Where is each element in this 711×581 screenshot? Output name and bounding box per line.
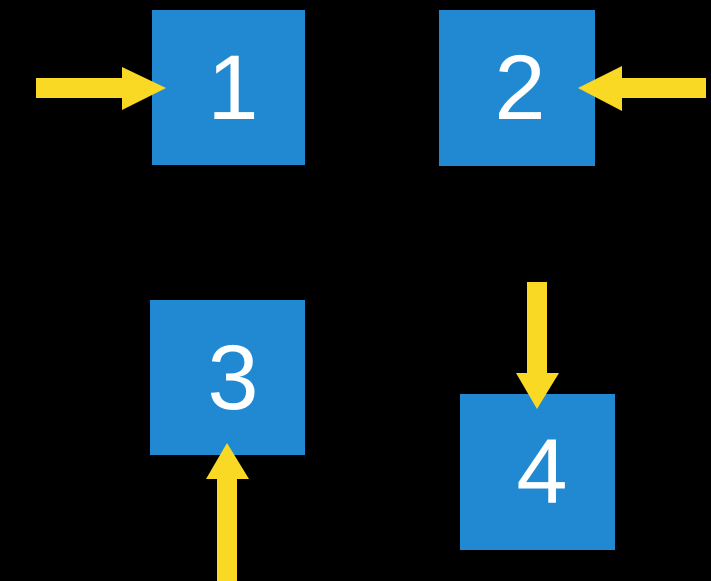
node-box-2[interactable] [439, 10, 595, 166]
arrow-up-into-node-3-icon[interactable] [206, 443, 249, 581]
arrow-down-into-node-4-icon[interactable] [516, 282, 559, 409]
node-label-4: 4 [516, 421, 568, 523]
arrow-left-into-node-2-icon[interactable] [578, 66, 706, 111]
node-box-1[interactable] [152, 10, 305, 165]
node-label-2: 2 [494, 37, 546, 139]
node-label-3: 3 [207, 327, 259, 429]
node-label-1: 1 [207, 37, 259, 139]
node-box-4[interactable] [460, 394, 615, 550]
arrow-right-into-node-1-icon[interactable] [36, 67, 166, 110]
node-box-3[interactable] [150, 300, 305, 455]
